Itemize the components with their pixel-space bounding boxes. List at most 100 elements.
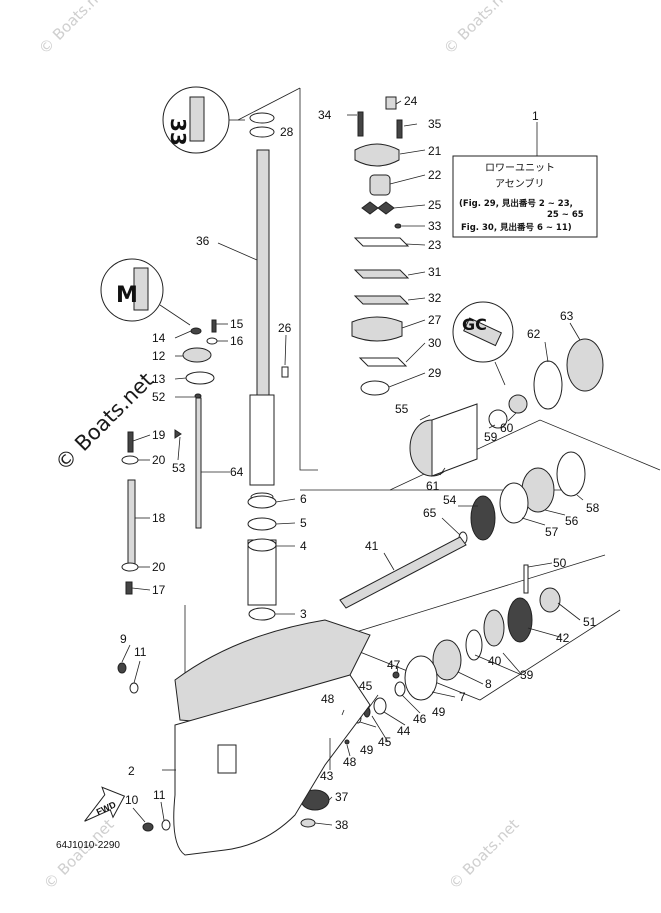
detail-mark-14: M	[116, 283, 138, 308]
frame-line-gear	[328, 554, 621, 701]
part-20-clip-lower	[121, 562, 139, 572]
callout-51: 51	[583, 615, 597, 629]
part-6-bearing	[247, 495, 277, 509]
fwd-arrow-icon	[84, 786, 126, 822]
part-29-oring	[360, 380, 390, 396]
callout-64: 64	[230, 465, 244, 479]
callout-36: 36	[196, 234, 210, 248]
detail-sleeve-28	[189, 96, 205, 142]
callout-19: 19	[152, 428, 166, 442]
callout-23: 23	[428, 238, 442, 252]
callout-35: 35	[428, 117, 442, 131]
callout-20-upper: 20	[152, 453, 166, 467]
callout-62: 62	[527, 327, 541, 341]
callout-1: 1	[532, 109, 539, 123]
part-51-spring	[539, 587, 561, 613]
part-58-oring	[556, 451, 586, 497]
callout-32: 32	[428, 291, 442, 305]
part-25-impeller	[361, 201, 395, 215]
detail-mark-28: 33	[166, 118, 190, 146]
part-64-shift-rod	[195, 397, 202, 529]
callout-6: 6	[300, 492, 307, 506]
part-8-bearing	[432, 639, 462, 681]
detail-sleeve-59	[463, 317, 503, 347]
callout-48-upper: 48	[321, 692, 335, 706]
part-22-insert	[369, 174, 391, 196]
callout-41: 41	[365, 539, 379, 553]
callout-30: 30	[428, 336, 442, 350]
watermark-top-left: © Boats.net	[35, 0, 113, 58]
callout-39: 39	[520, 668, 534, 682]
callout-10: 10	[125, 793, 139, 807]
callout-48-lower: 48	[343, 755, 357, 769]
callout-61: 61	[426, 479, 440, 493]
part-53-clip	[174, 429, 182, 439]
callout-2: 2	[128, 764, 135, 778]
callout-55: 55	[395, 402, 409, 416]
title-line-2: アセンブリ	[495, 177, 545, 190]
part-23-gasket-upper	[353, 237, 410, 247]
part-47-nut	[392, 671, 400, 679]
watermark-center-left: © Boats.net	[51, 368, 159, 476]
callout-21: 21	[428, 144, 442, 158]
callout-60: 60	[500, 421, 514, 435]
part-4-top	[247, 538, 277, 552]
detail-leader-59	[494, 361, 506, 386]
part-32-gasket	[353, 295, 410, 305]
detail-leader-14	[159, 304, 191, 326]
detail-mark-59: GC	[462, 315, 487, 334]
part-17-bolt	[125, 581, 133, 595]
callout-54: 54	[443, 493, 457, 507]
part-33-key	[394, 223, 402, 229]
part-57-shim	[499, 482, 529, 524]
callout-63: 63	[560, 309, 574, 323]
callout-9: 9	[120, 632, 127, 646]
part-9-plug	[117, 662, 127, 674]
callout-43: 43	[320, 769, 334, 783]
callout-11-lower: 11	[153, 788, 166, 802]
part-44-seal	[373, 697, 387, 715]
part-59-bearing	[488, 409, 508, 429]
part-41-prop-shaft	[339, 536, 467, 609]
part-3-bearing	[248, 607, 276, 621]
callout-12: 12	[152, 349, 166, 363]
frame-line-left	[299, 88, 318, 471]
callout-3: 3	[300, 607, 307, 621]
part-63-bearing	[566, 338, 604, 392]
part-16-washer	[206, 337, 218, 345]
callout-20-lower: 20	[152, 560, 166, 574]
callout-59: 59	[484, 430, 498, 444]
part-40-reverse-gear	[483, 609, 505, 647]
callout-33: 33	[428, 219, 442, 233]
callout-45-lower: 45	[378, 735, 392, 749]
frame-line-top	[237, 87, 301, 121]
part-26-pin	[281, 366, 289, 378]
title-line-3: (Fig. 29, 見出番号 2 ~ 23,	[459, 198, 573, 209]
part-14-nut	[190, 327, 202, 335]
callout-18: 18	[152, 511, 166, 525]
part-48-ball-lower	[344, 739, 350, 745]
callout-37: 37	[335, 790, 349, 804]
callout-13: 13	[152, 372, 166, 386]
callout-49-right: 49	[432, 705, 446, 719]
callout-50: 50	[553, 556, 567, 570]
part-38-nut	[300, 818, 316, 828]
part-18-rod	[127, 479, 136, 569]
part-35-bolt	[396, 119, 403, 139]
part-27-pump-base	[351, 316, 403, 342]
casing-badge	[217, 744, 237, 774]
callout-4: 4	[300, 539, 307, 553]
callout-5: 5	[300, 516, 307, 530]
callout-56: 56	[565, 514, 579, 528]
callout-22: 22	[428, 168, 442, 182]
part-12-housing	[182, 347, 212, 363]
callout-49-left: 49	[360, 743, 374, 757]
watermark-bottom-right: © Boats.net	[445, 815, 523, 893]
detail-sleeve-14	[133, 267, 149, 311]
part-54-forward-gear	[470, 495, 496, 541]
title-box	[452, 155, 598, 238]
callout-28: 28	[280, 125, 294, 139]
callout-34: 34	[318, 108, 332, 122]
part-42-clutch	[507, 597, 533, 643]
